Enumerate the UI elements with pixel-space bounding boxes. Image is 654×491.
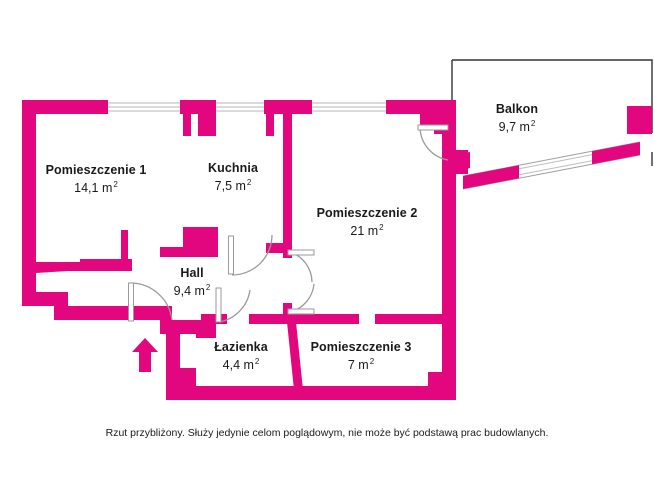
window-glazing — [108, 102, 386, 112]
apartment-walls — [22, 100, 470, 400]
door-symbols — [128, 124, 449, 323]
entrance-arrow — [132, 338, 158, 372]
balcony-railing — [462, 106, 652, 190]
disclaimer-caption: Rzut przybliżony. Służy jedynie celom po… — [105, 427, 549, 439]
